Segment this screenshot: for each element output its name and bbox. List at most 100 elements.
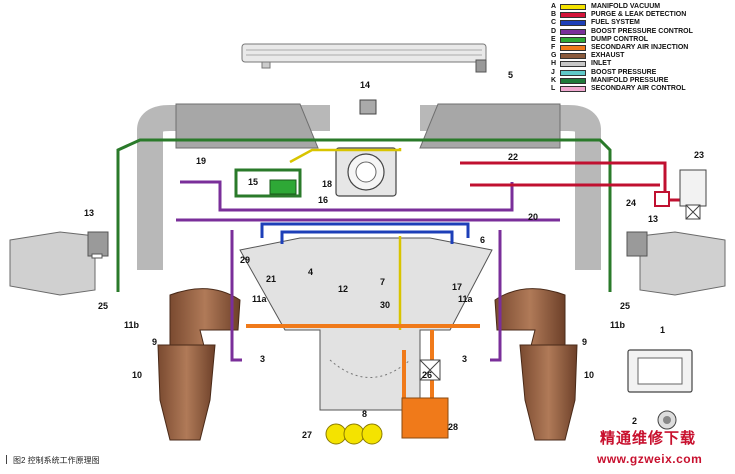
- air-filter-left: [9, 231, 109, 296]
- legend-swatch: [560, 53, 586, 60]
- legend-row: D BOOST PRESSURE CONTROL: [551, 28, 731, 36]
- secondary-air-pump: [401, 359, 449, 439]
- legend-label: EXHAUST: [591, 52, 625, 60]
- legend-letter: B: [551, 11, 557, 19]
- legend-row: K MANIFOLD PRESSURE: [551, 77, 731, 85]
- charge-air-ducts: [137, 105, 601, 270]
- legend-row: A MANIFOLD VACUUM: [551, 3, 731, 11]
- exhaust-right: [494, 288, 578, 441]
- callout-28: 28: [448, 422, 458, 432]
- legend-row: F SECONDARY AIR INJECTION: [551, 44, 731, 52]
- callout-11b-left: 11b: [124, 320, 140, 330]
- callout-9b: 9: [582, 337, 587, 347]
- legend-swatch: [560, 61, 586, 68]
- callout-8: 8: [362, 409, 367, 419]
- callout-11a-left: 11a: [252, 294, 268, 304]
- callout-9a: 9: [152, 337, 157, 347]
- legend-row: G EXHAUST: [551, 52, 731, 60]
- callout-11b-right: 11b: [610, 320, 626, 330]
- legend-letter: E: [551, 35, 556, 43]
- legend-letter: L: [551, 84, 556, 92]
- legend-label: SECONDARY AIR INJECTION: [591, 44, 689, 52]
- legend-label: PURGE & LEAK DETECTION: [591, 11, 687, 19]
- air-filter-right: [626, 231, 726, 296]
- callout-19: 19: [196, 156, 206, 166]
- throttle-body: [335, 147, 397, 197]
- callout-labels: 1 2 3 3 4 5 6 7 8 9 9 10 10 11a 11a 11b …: [84, 70, 704, 440]
- callout-12: 12: [338, 284, 348, 294]
- callout-16: 16: [318, 195, 328, 205]
- legend-label: SECONDARY AIR CONTROL: [591, 84, 686, 92]
- callout-29: 29: [240, 255, 250, 265]
- legend-swatch: [560, 4, 586, 11]
- callout-2: 2: [632, 416, 637, 426]
- vacuum-line: [289, 148, 402, 330]
- legend-letter: C: [551, 19, 557, 27]
- callout-13a: 13: [84, 208, 94, 218]
- callout-13b: 13: [648, 214, 658, 224]
- callout-6: 6: [480, 235, 485, 245]
- callout-3b: 3: [462, 354, 467, 364]
- callout-30: 30: [380, 300, 390, 310]
- callout-21: 21: [266, 274, 276, 284]
- legend-row: E DUMP CONTROL: [551, 36, 731, 44]
- callout-20: 20: [528, 212, 538, 222]
- dump-control-lines: [116, 138, 612, 292]
- legend-swatch: [560, 45, 586, 52]
- legend-label: MANIFOLD VACUUM: [591, 3, 661, 11]
- muffler-spheres: [325, 423, 383, 445]
- legend-swatch: [560, 85, 586, 92]
- callout-25b: 25: [620, 301, 630, 311]
- legend-letter: A: [551, 3, 557, 11]
- legend-label: INLET: [591, 60, 612, 68]
- callout-11a-right: 11a: [458, 294, 474, 304]
- crank-sensor: [657, 410, 677, 430]
- legend-label: MANIFOLD PRESSURE: [591, 76, 669, 84]
- callout-26: 26: [422, 370, 432, 380]
- legend-row: L SECONDARY AIR CONTROL: [551, 85, 731, 93]
- exhaust-left: [157, 288, 241, 441]
- legend-letter: H: [551, 60, 557, 68]
- legend-label: BOOST PRESSURE: [591, 68, 657, 76]
- legend-swatch: [560, 69, 586, 76]
- legend-swatch: [560, 20, 586, 27]
- legend-label: BOOST PRESSURE CONTROL: [591, 27, 693, 35]
- callout-25a: 25: [98, 301, 108, 311]
- callout-10b: 10: [584, 370, 594, 380]
- watermark-name: 精通维修下载: [600, 429, 697, 447]
- watermark-url: www.gzweix.com: [597, 452, 703, 466]
- boost-pressure-lines: [176, 180, 560, 362]
- legend-letter: F: [551, 44, 556, 52]
- intake-rail: [241, 43, 487, 73]
- callout-1: 1: [660, 325, 665, 335]
- callout-15: 15: [248, 177, 258, 187]
- legend-swatch: [560, 12, 586, 19]
- legend-swatch: [560, 36, 586, 43]
- valve-14: [359, 99, 377, 115]
- legend-letter: K: [551, 76, 557, 84]
- figure-caption: 图2 控制系统工作原理图: [6, 455, 100, 466]
- legend-letter: D: [551, 27, 557, 35]
- callout-3a: 3: [260, 354, 265, 364]
- callout-5: 5: [508, 70, 513, 80]
- carbon-canister: [654, 169, 707, 220]
- legend-swatch: [560, 28, 586, 35]
- callout-22: 22: [508, 152, 518, 162]
- legend-letter: G: [551, 52, 557, 60]
- intercooler-left: [175, 103, 319, 149]
- callout-23: 23: [694, 150, 704, 160]
- purge-lines: [460, 161, 685, 202]
- fuel-lines: [260, 222, 470, 244]
- legend-label: DUMP CONTROL: [591, 35, 649, 43]
- legend-letter: J: [551, 68, 555, 76]
- callout-17: 17: [452, 282, 462, 292]
- legend-row: H INLET: [551, 60, 731, 68]
- callout-18: 18: [322, 179, 332, 189]
- legend-swatch: [560, 77, 586, 84]
- legend-row: B PURGE & LEAK DETECTION: [551, 11, 731, 19]
- legend-row: J BOOST PRESSURE: [551, 69, 731, 77]
- callout-14: 14: [360, 80, 370, 90]
